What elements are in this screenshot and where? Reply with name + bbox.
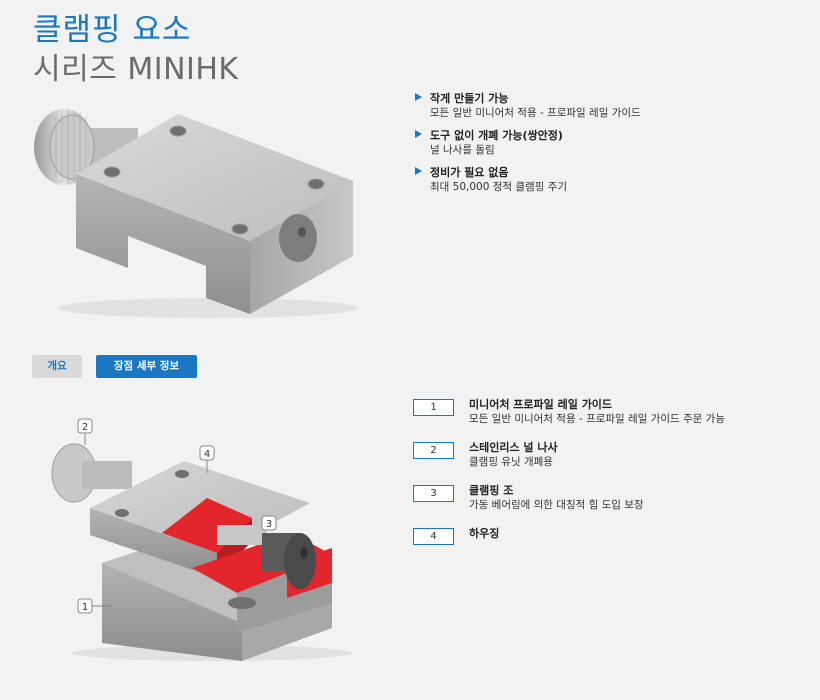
feature-item: 작게 만들기 가능 모든 일반 미니어처 적용 - 프로파일 레일 가이드 xyxy=(415,91,795,121)
callout-label: 2 xyxy=(82,422,88,433)
feature-item: 정비가 필요 없음 최대 50,000 정적 클램핑 주기 xyxy=(415,165,795,195)
page-title: 클램핑 요소 xyxy=(33,12,192,48)
feature-desc: 널 나사를 돌림 xyxy=(430,144,495,156)
tab-details[interactable]: 장점 세부 정보 xyxy=(96,355,197,378)
list-item: 1 미니어처 프로파일 레일 가이드 모든 일반 미니어처 적용 - 프로파일 … xyxy=(413,397,808,440)
part-number: 2 xyxy=(413,442,454,459)
bullet-arrow-icon xyxy=(415,167,422,175)
feature-list: 작게 만들기 가능 모든 일반 미니어처 적용 - 프로파일 레일 가이드 도구… xyxy=(415,91,795,202)
callout-1: 1 xyxy=(77,598,112,614)
feature-title: 정비가 필요 없음 xyxy=(430,166,509,179)
bullet-arrow-icon xyxy=(415,130,422,138)
feature-title: 도구 없이 개폐 가능(쌍안정) xyxy=(430,129,563,142)
part-title: 미니어처 프로파일 레일 가이드 xyxy=(469,398,613,411)
tab-overview[interactable]: 개요 xyxy=(32,355,82,378)
list-item: 4 하우징 xyxy=(413,526,808,569)
part-desc: 가동 베어링에 의한 대칭적 힘 도입 보장 xyxy=(469,499,644,511)
part-number: 1 xyxy=(413,399,454,416)
parts-list: 1 미니어처 프로파일 레일 가이드 모든 일반 미니어처 적용 - 프로파일 … xyxy=(413,397,808,569)
bullet-arrow-icon xyxy=(415,93,422,101)
callout-2: 2 xyxy=(77,418,93,445)
feature-desc: 최대 50,000 정적 클램핑 주기 xyxy=(430,181,568,193)
part-number: 4 xyxy=(413,528,454,545)
part-desc: 모든 일반 미니어처 적용 - 프로파일 레일 가이드 주문 가능 xyxy=(469,413,726,425)
list-item: 3 클램핑 조 가동 베어링에 의한 대칭적 힘 도입 보장 xyxy=(413,483,808,526)
feature-desc: 모든 일반 미니어처 적용 - 프로파일 레일 가이드 xyxy=(430,107,641,119)
list-item: 2 스테인리스 널 나사 클램핑 유닛 개폐용 xyxy=(413,440,808,483)
part-desc: 클램핑 유닛 개폐용 xyxy=(469,456,553,468)
part-number: 3 xyxy=(413,485,454,502)
part-title: 스테인리스 널 나사 xyxy=(469,441,558,454)
feature-item: 도구 없이 개폐 가능(쌍안정) 널 나사를 돌림 xyxy=(415,128,795,158)
callout-label: 4 xyxy=(204,449,210,460)
callout-3: 3 xyxy=(261,515,277,531)
callout-label: 1 xyxy=(82,602,88,613)
callout-label: 3 xyxy=(266,519,272,530)
part-title: 하우징 xyxy=(469,527,500,540)
feature-title: 작게 만들기 가능 xyxy=(430,92,509,105)
part-title: 클램핑 조 xyxy=(469,484,514,497)
callout-4: 4 xyxy=(199,445,215,473)
page-subtitle: 시리즈 MINIHK xyxy=(33,52,239,87)
product-image xyxy=(34,109,358,318)
cutaway-image: 2 4 3 1 xyxy=(51,418,352,661)
